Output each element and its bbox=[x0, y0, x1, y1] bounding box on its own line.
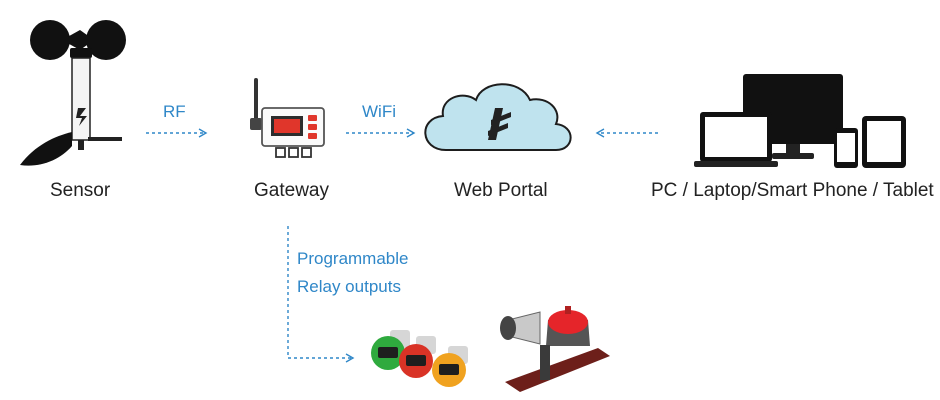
siren-beacon-icon bbox=[500, 306, 610, 392]
gateway-icon bbox=[250, 78, 325, 158]
relay-label-line1: Programmable bbox=[297, 249, 409, 268]
devices-label: PC / Laptop/Smart Phone / Tablet bbox=[651, 180, 934, 201]
wifi-label: WiFi bbox=[362, 102, 396, 121]
rf-label: RF bbox=[163, 102, 186, 121]
cloud-icon bbox=[424, 83, 572, 151]
sensor-label: Sensor bbox=[50, 180, 111, 201]
web-portal-label: Web Portal bbox=[454, 180, 548, 201]
indicator-lights-icon bbox=[371, 330, 468, 387]
relay-arrow bbox=[287, 226, 355, 363]
relay-outputs-label: Programmable Relay outputs bbox=[297, 245, 409, 301]
relay-label-line2: Relay outputs bbox=[297, 277, 401, 296]
gateway-label: Gateway bbox=[254, 180, 329, 201]
anemometer-icon bbox=[20, 20, 126, 166]
devices-icon bbox=[694, 74, 906, 168]
